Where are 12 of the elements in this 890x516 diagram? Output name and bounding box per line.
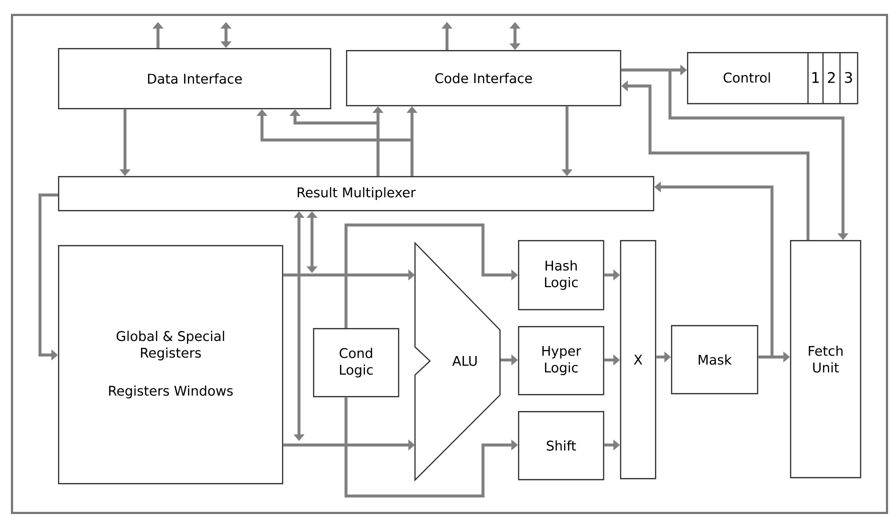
logic-box: Hash Logic: [518, 240, 604, 310]
shift-box: Shift: [518, 410, 604, 480]
mux-bar: X: [620, 240, 656, 480]
interface-box: Code Interface: [346, 50, 622, 106]
fetch-unit-box: Fetch Unit: [790, 240, 862, 478]
multiplexer-box: Result Multiplexer: [58, 176, 654, 212]
register-box: Global & Special Registers Registers Windows: [58, 245, 284, 484]
logic-box: Hyper Logic: [518, 326, 604, 396]
logic-box: Cond Logic: [313, 328, 400, 398]
control-box: Control 1 2 3: [687, 51, 858, 104]
mask-box: Mask: [671, 324, 758, 394]
interface-box: Data Interface: [58, 48, 332, 110]
